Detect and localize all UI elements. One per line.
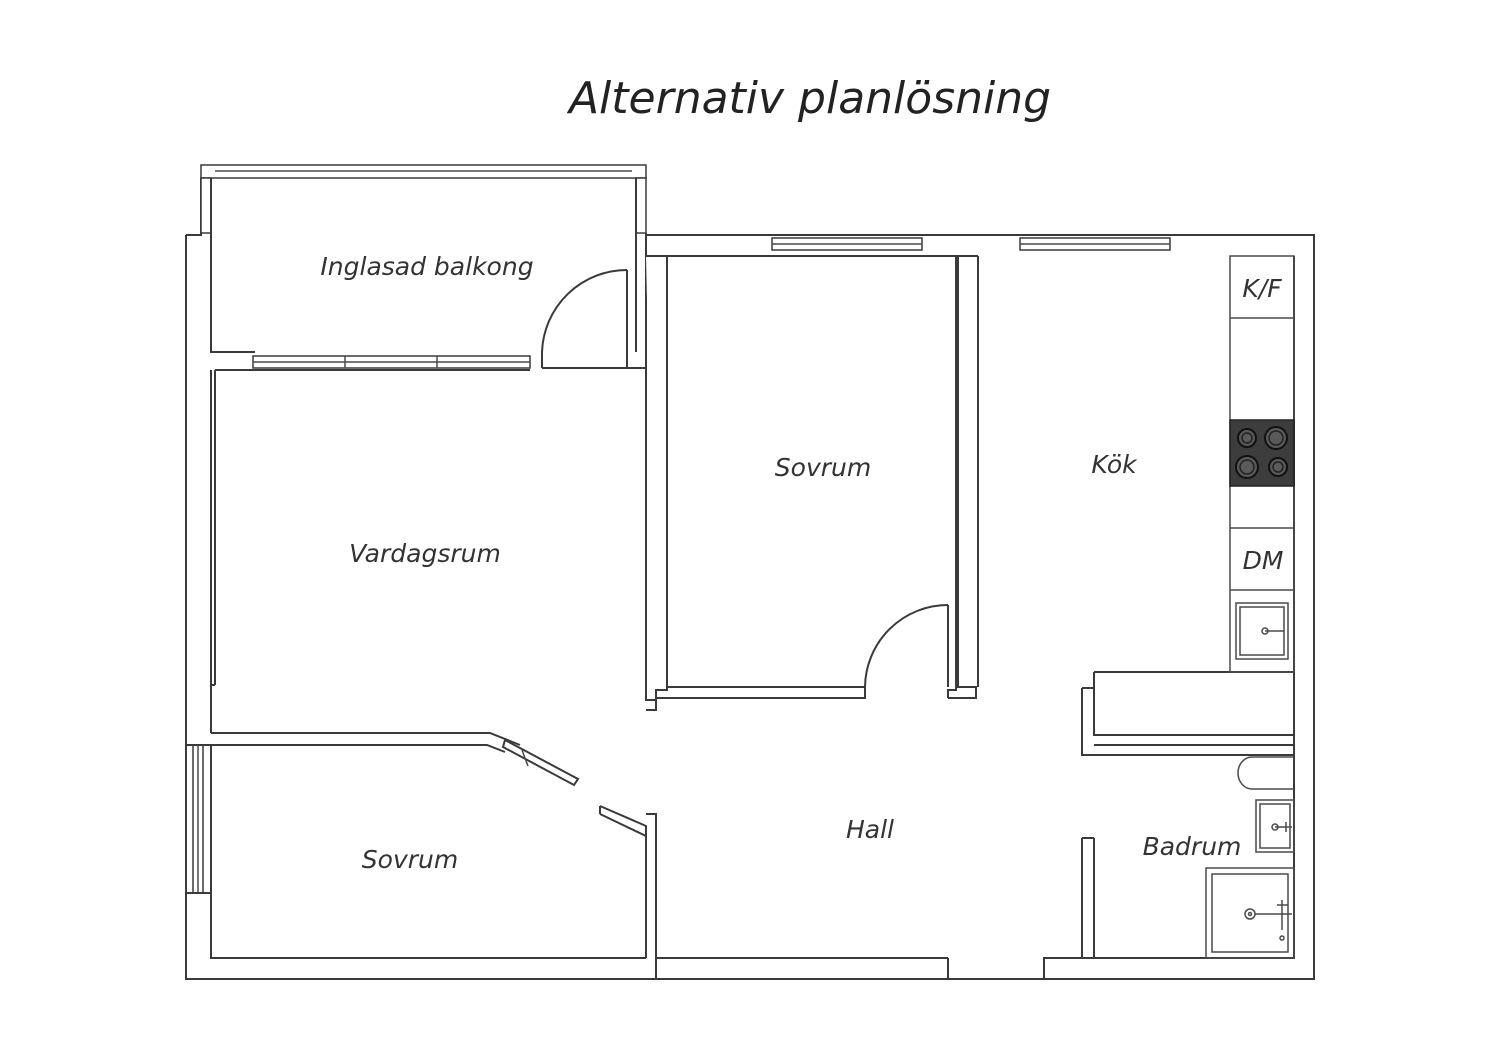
kitchen-sink-icon [1235, 602, 1289, 660]
living-room-window [214, 355, 531, 685]
room-label-bathroom: Badrum [1143, 832, 1242, 861]
room-label-bedroom-upper: Sovrum [775, 453, 871, 482]
plan-title: Alternativ planlösning [566, 73, 1051, 124]
appliance-label-fridge-freezer: K/F [1242, 274, 1282, 303]
bedroom-lower-sliding-door [501, 738, 580, 787]
bedroom-upper-door-swing [864, 604, 949, 688]
stove-icon [1229, 419, 1295, 487]
shower-icon [1205, 867, 1295, 959]
room-label-kitchen: Kök [1091, 450, 1138, 479]
bedroom-lower-window [186, 744, 211, 894]
room-label-living-room: Vardagsrum [349, 539, 501, 568]
bedroom-upper-window [771, 237, 923, 251]
appliance-label-dishwasher: DM [1243, 546, 1284, 575]
balcony-glazing-left [200, 177, 212, 234]
kitchen-window [1019, 237, 1171, 251]
balcony-glazing-right [635, 177, 647, 234]
room-label-balcony: Inglasad balkong [320, 252, 533, 281]
bathroom-sink-icon [1255, 799, 1295, 853]
room-label-bedroom-lower: Sovrum [362, 845, 458, 874]
room-label-hall: Hall [846, 815, 894, 844]
balcony-area [200, 164, 647, 369]
balcony-door-swing [541, 269, 628, 353]
interior-walls [211, 255, 1294, 958]
toilet-icon [1237, 756, 1294, 790]
